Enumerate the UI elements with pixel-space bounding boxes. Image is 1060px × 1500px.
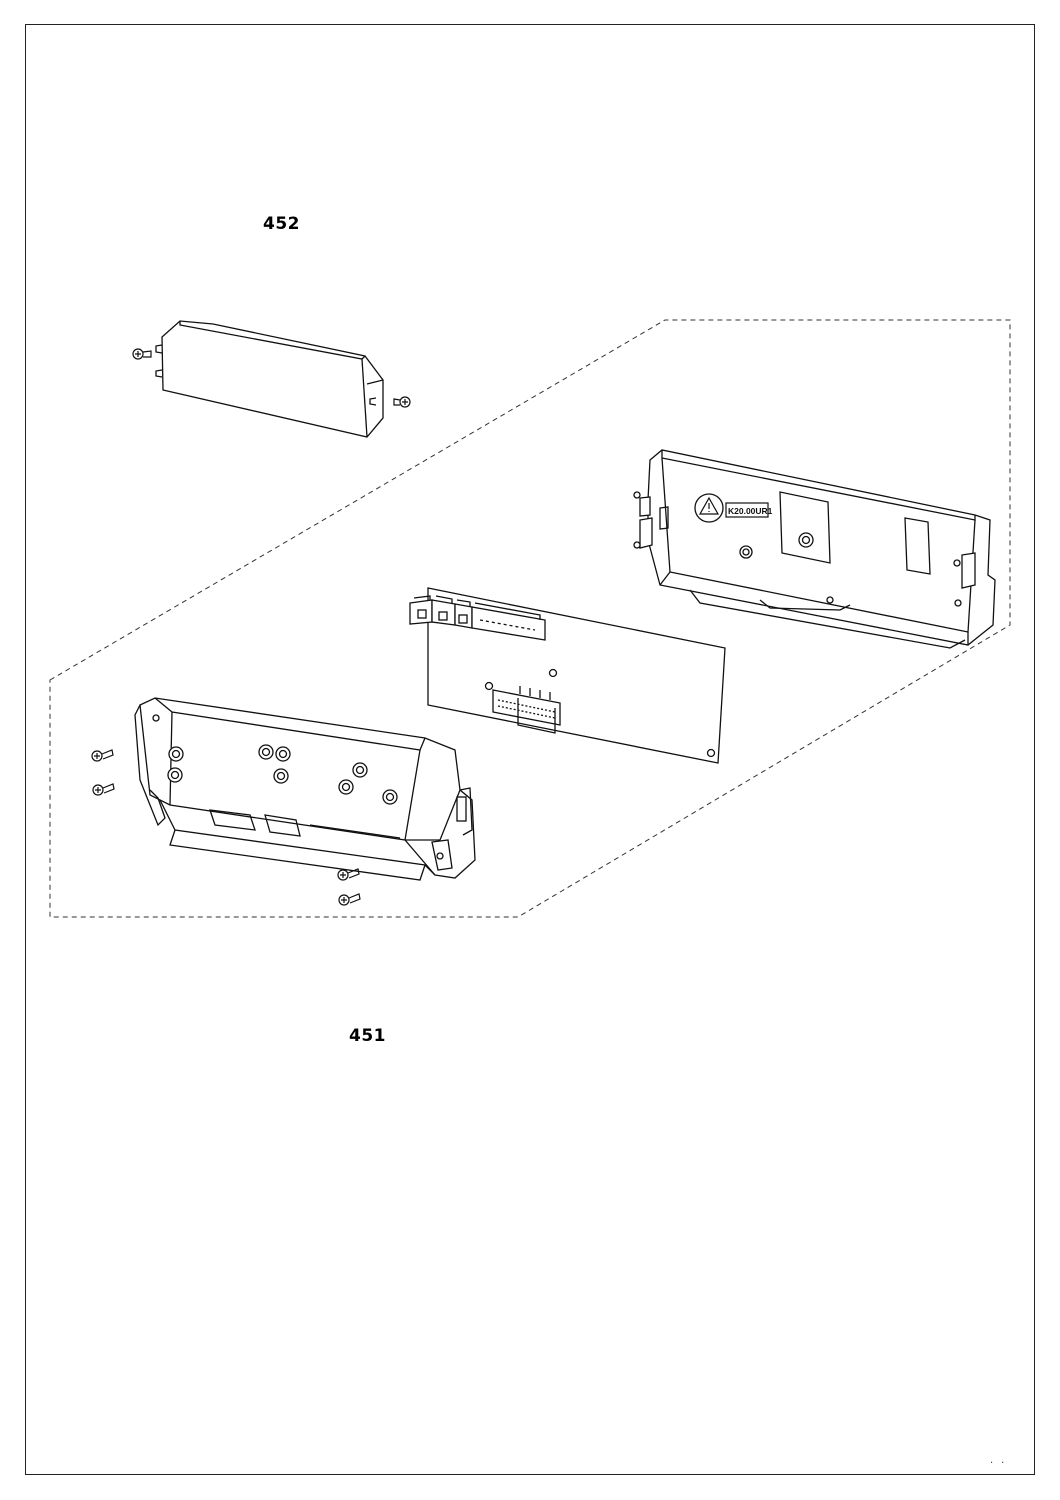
circuit-board — [409, 587, 726, 764]
panel-bosses — [167, 744, 398, 805]
cover-452 — [155, 320, 384, 438]
callout-451: 451 — [349, 1026, 386, 1046]
phillips-screw-icon — [91, 749, 114, 762]
phillips-screw-icon — [92, 783, 115, 796]
phillips-screw-icon — [393, 396, 411, 408]
triangle-warning-icon — [698, 496, 720, 515]
phillips-screw-icon — [132, 348, 152, 360]
phillips-screw-icon — [337, 868, 360, 881]
label-plate-text: K20.00UR1 — [728, 506, 773, 516]
rear-housing — [633, 449, 996, 649]
assembly-451-boundary — [49, 319, 1011, 918]
corner-marks: ·· — [990, 1458, 1013, 1469]
phillips-screw-icon — [338, 893, 361, 906]
drawing-frame — [25, 24, 1035, 1475]
callout-452: 452 — [263, 214, 300, 234]
front-housing — [134, 697, 476, 881]
